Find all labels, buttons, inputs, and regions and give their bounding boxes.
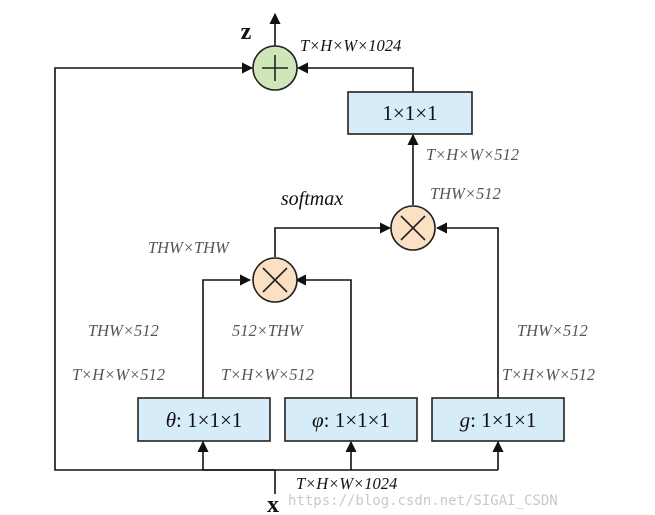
wire-theta-to-mul1 bbox=[202, 274, 252, 398]
dim-top-box-input: T×H×W×512 bbox=[426, 145, 519, 164]
phi-symbol: φ bbox=[312, 408, 324, 432]
g-conv-label: : 1×1×1 bbox=[470, 408, 536, 432]
dim-x-input: T×H×W×1024 bbox=[296, 474, 397, 493]
softmax-label: softmax bbox=[281, 188, 343, 210]
svg-text:θ: 1×1×1: θ: 1×1×1 bbox=[166, 408, 243, 432]
svg-text:φ: 1×1×1: φ: 1×1×1 bbox=[312, 408, 390, 432]
wire-g-to-mul2 bbox=[435, 222, 499, 398]
dim-theta-reshaped: THW×512 bbox=[88, 321, 159, 340]
wire-phi-to-mul1 bbox=[294, 274, 352, 398]
g-conv-box: g: 1×1×1 bbox=[431, 397, 565, 442]
add-operator bbox=[252, 45, 298, 91]
multiply-operator-affinity bbox=[252, 257, 298, 303]
dim-mul2-output: THW×512 bbox=[430, 184, 501, 203]
wire-top-box-to-add bbox=[296, 62, 414, 92]
output-label-z: z bbox=[241, 19, 252, 45]
theta-conv-box: θ: 1×1×1 bbox=[137, 397, 271, 442]
wire-mul1-to-mul2 bbox=[274, 222, 392, 257]
dim-phi-reshaped: 512×THW bbox=[232, 321, 304, 340]
skip-connection-line bbox=[54, 62, 275, 471]
dim-phi-output: T×H×W×512 bbox=[221, 365, 314, 384]
g-symbol: g bbox=[460, 408, 471, 432]
dim-g-output: T×H×W×512 bbox=[502, 365, 595, 384]
svg-text:g: 1×1×1: g: 1×1×1 bbox=[460, 408, 537, 432]
theta-symbol: θ bbox=[166, 408, 176, 432]
dim-z-output: T×H×W×1024 bbox=[300, 36, 401, 55]
output-conv-label: 1×1×1 bbox=[382, 101, 437, 125]
phi-conv-box: φ: 1×1×1 bbox=[284, 397, 418, 442]
dim-g-reshaped: THW×512 bbox=[517, 321, 588, 340]
phi-conv-label: : 1×1×1 bbox=[324, 408, 390, 432]
dim-mul1-output: THW×THW bbox=[148, 238, 230, 257]
input-label-x: x bbox=[267, 492, 279, 515]
watermark-text: https://blog.csdn.net/SIGAI_CSDN bbox=[288, 493, 558, 509]
multiply-operator-value bbox=[390, 205, 436, 251]
dim-theta-output: T×H×W×512 bbox=[72, 365, 165, 384]
output-conv-box: 1×1×1 bbox=[347, 91, 473, 135]
theta-conv-label: : 1×1×1 bbox=[176, 408, 242, 432]
